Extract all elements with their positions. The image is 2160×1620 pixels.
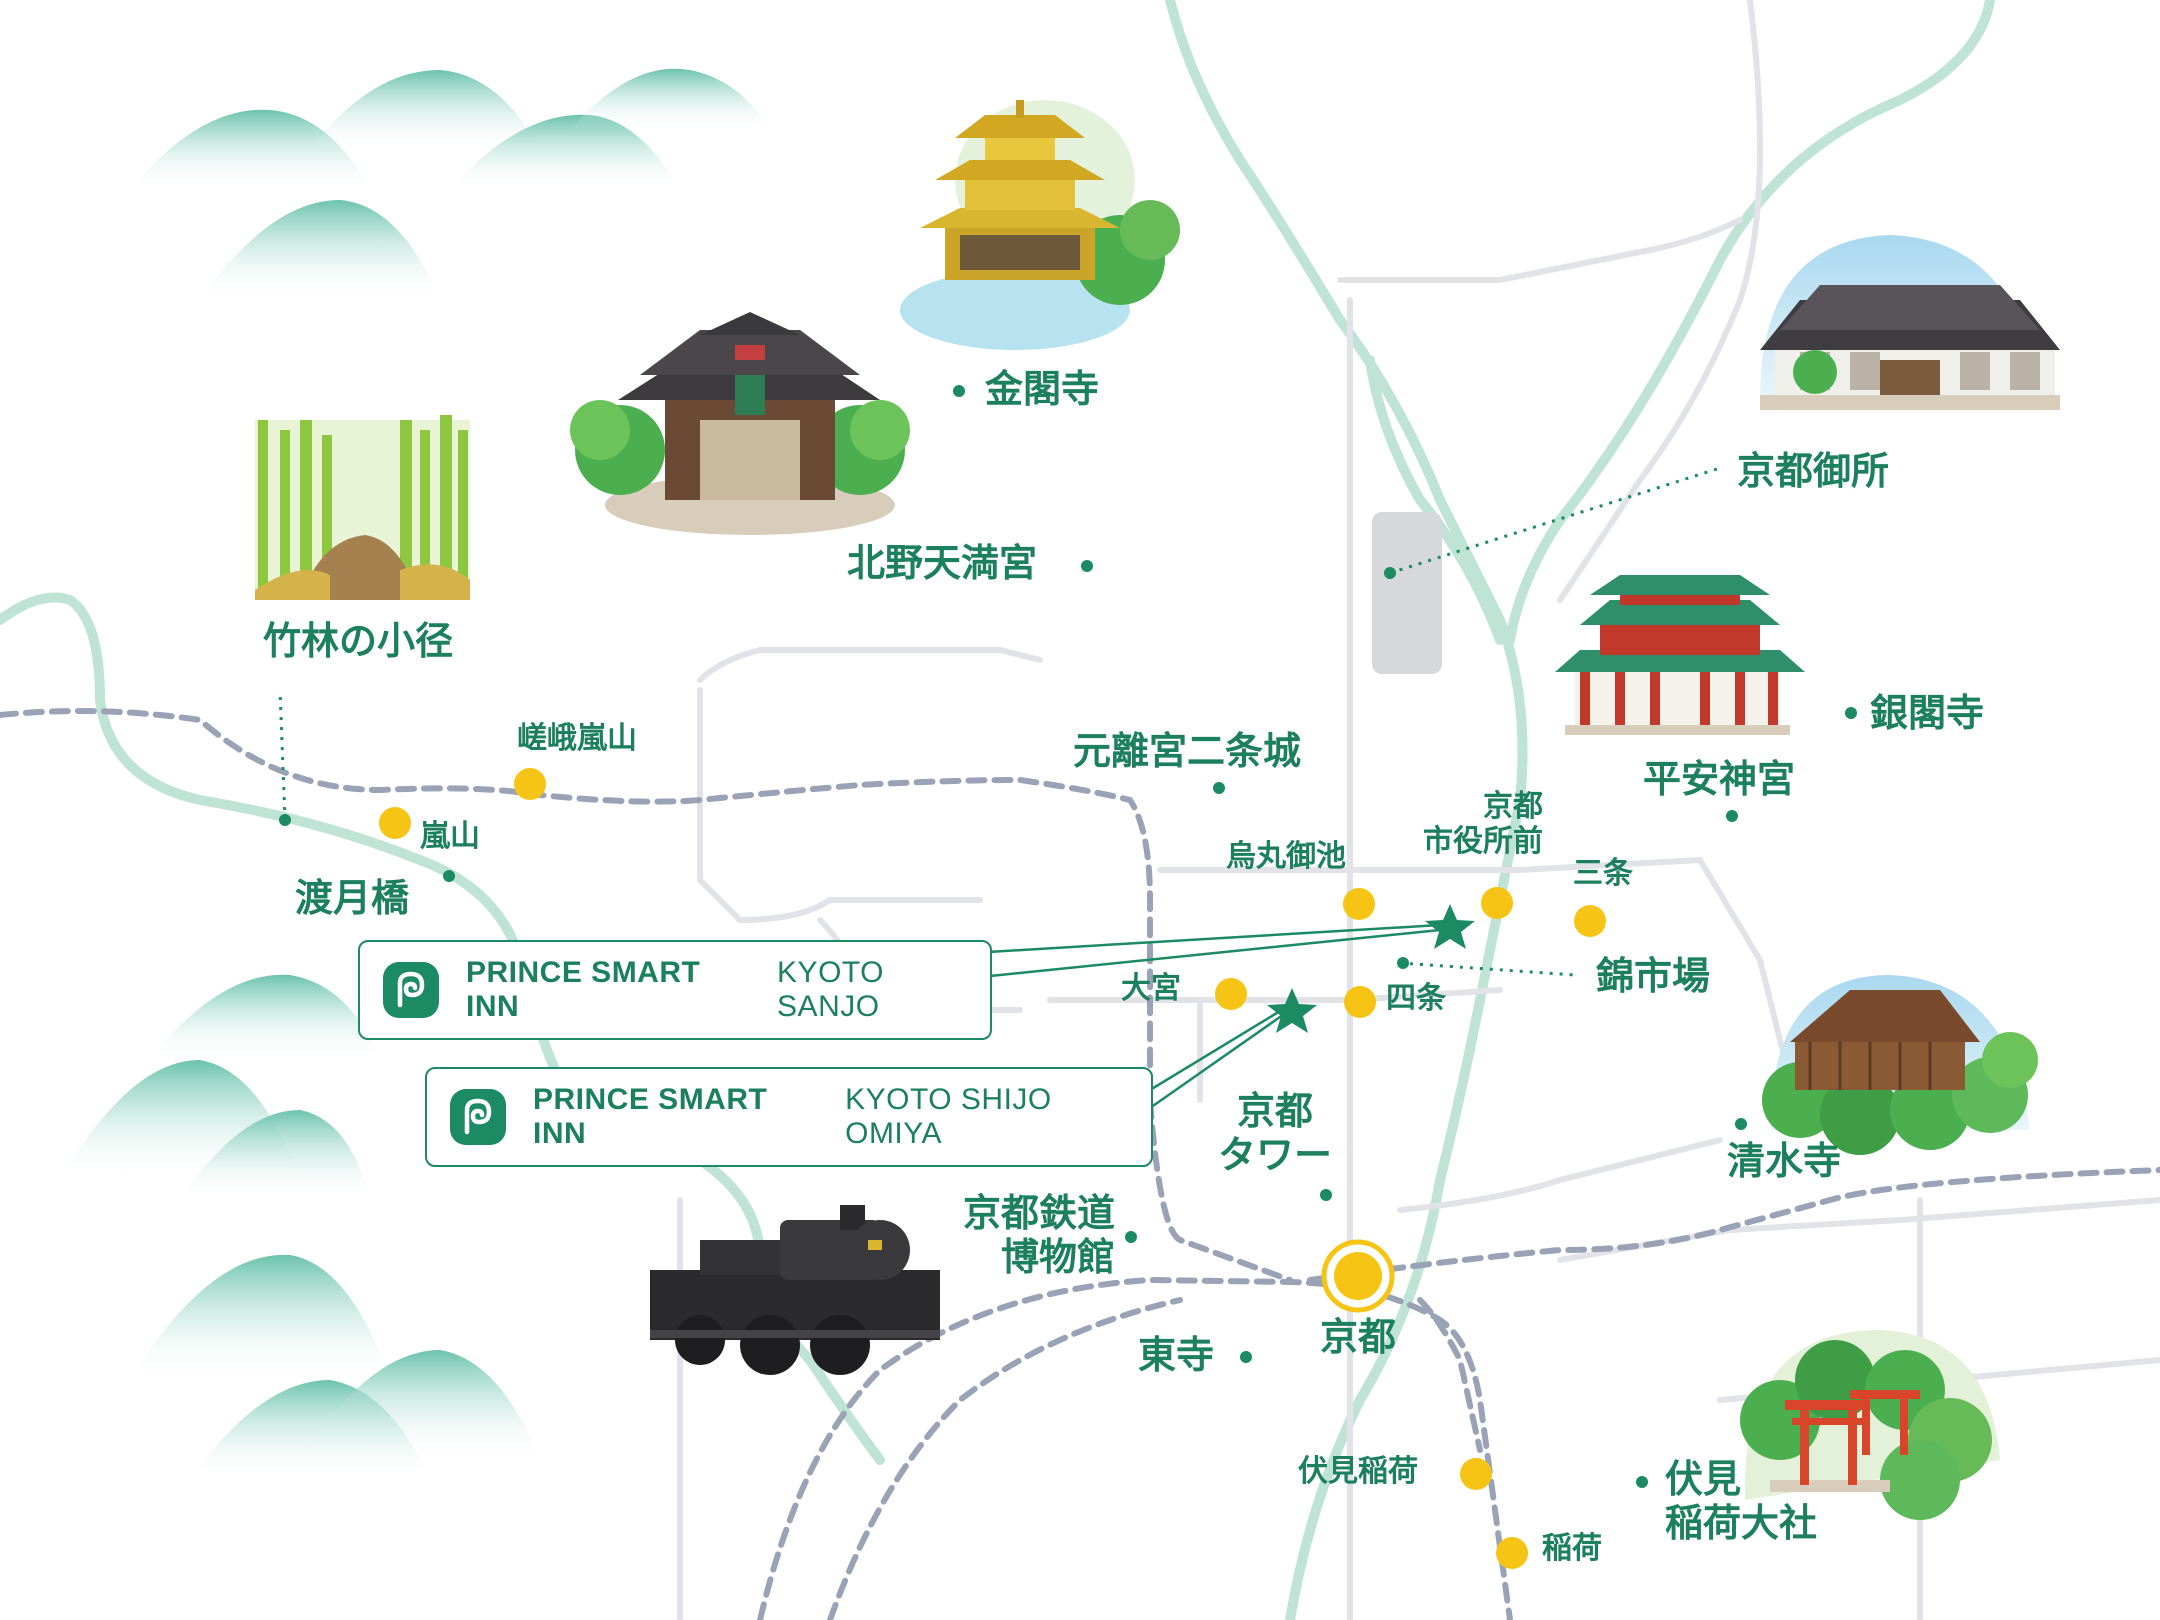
railways — [0, 708, 2160, 1620]
imperial-palace-block — [1372, 512, 1442, 674]
landmark-label-nijo[interactable]: 元離宮二条城 — [1073, 729, 1302, 773]
landmark-label-fushimi-inari-taisha[interactable]: 伏見 稲荷大社 — [1665, 1457, 1818, 1545]
station-label-karasuma-oike[interactable]: 烏丸御池 — [1226, 839, 1346, 874]
station-dots — [379, 768, 1606, 1569]
station-label-shiyakusho-mae[interactable]: 京都 市役所前 — [1388, 789, 1543, 859]
landmark-label-heian[interactable]: 平安神宮 — [1643, 757, 1796, 801]
bamboo-grove-illustration — [255, 415, 470, 600]
leader-lines — [278, 466, 1721, 977]
fushimi-taisha-line1: 伏見 — [1665, 1457, 1742, 1501]
station-label-omiya[interactable]: 大宮 — [1121, 971, 1181, 1006]
hotel-callout-kyoto-shijo-omiya[interactable]: PRINCE SMART INN KYOTO SHIJO OMIYA — [425, 1067, 1153, 1167]
station-label-inari[interactable]: 稲荷 — [1542, 1531, 1602, 1566]
fushimi-inari-illustration — [1740, 1330, 2000, 1520]
kyoto-station-marker — [1321, 1239, 1395, 1313]
hotel-logo-icon — [450, 1089, 506, 1145]
kitano-illustration — [570, 312, 910, 535]
heian-shrine-illustration — [1555, 575, 1805, 735]
station-label-arashiyama[interactable]: 嵐山 — [420, 819, 480, 854]
landmark-label-toji[interactable]: 東寺 — [1138, 1333, 1215, 1377]
landmark-label-kiyomizu[interactable]: 清水寺 — [1727, 1139, 1842, 1183]
landmark-dots — [279, 385, 1857, 1488]
steam-locomotive-illustration — [650, 1205, 940, 1375]
hotel-location: KYOTO SHIJO OMIYA — [845, 1083, 1052, 1150]
station-label-shijo[interactable]: 四条 — [1386, 981, 1446, 1016]
hotel-connectors — [987, 923, 1441, 1110]
landmark-label-kinkakuji[interactable]: 金閣寺 — [985, 367, 1100, 411]
railway-museum-line2: 博物館 — [1000, 1234, 1115, 1279]
kinkakuji-illustration — [900, 100, 1180, 350]
imperial-palace-illustration — [1760, 235, 2060, 410]
hotel-name: PRINCE SMART INN — [533, 1083, 768, 1150]
railway-museum-line1: 京都鉄道 — [962, 1191, 1115, 1235]
station-label-sanjo[interactable]: 三条 — [1573, 856, 1633, 891]
landmark-label-kitano[interactable]: 北野天満宮 — [847, 541, 1038, 585]
landmark-label-nishiki[interactable]: 錦市場 — [1596, 954, 1711, 998]
hotel-name: PRINCE SMART INN — [466, 956, 701, 1023]
station-label-saga-arashiyama[interactable]: 嵯峨嵐山 — [517, 721, 637, 756]
kiyomizu-illustration — [1762, 975, 2038, 1155]
kyoto-tower-line1: 京都 — [1236, 1089, 1313, 1133]
hotel-location: KYOTO SANJO — [777, 956, 885, 1023]
landmark-label-kyoto-tower[interactable]: 京都 タワー — [1210, 1089, 1340, 1177]
landmark-label-togetsukyo[interactable]: 渡月橋 — [295, 876, 410, 920]
shiyakusho-line1: 京都 — [1483, 789, 1543, 824]
hotel-logo-icon — [383, 962, 439, 1018]
hotel-callout-kyoto-sanjo[interactable]: PRINCE SMART INN KYOTO SANJO — [358, 940, 992, 1040]
fushimi-taisha-line2: 稲荷大社 — [1665, 1500, 1818, 1545]
landmark-label-railway-museum[interactable]: 京都鉄道 博物館 — [920, 1191, 1115, 1279]
landmark-label-ginkakuji[interactable]: 銀閣寺 — [1870, 691, 1985, 735]
station-label-kyoto[interactable]: 京都 — [1320, 1315, 1397, 1359]
landmark-label-gosho[interactable]: 京都御所 — [1737, 449, 1890, 493]
mountains — [60, 68, 770, 1480]
hotel-stars — [1267, 904, 1475, 1033]
kyoto-tower-line2: タワー — [1217, 1132, 1332, 1177]
landmark-label-chikurin[interactable]: 竹林の小径 — [263, 619, 454, 663]
station-label-fushimi-inari[interactable]: 伏見稲荷 — [1298, 1454, 1418, 1489]
shiyakusho-line2: 市役所前 — [1423, 823, 1543, 859]
